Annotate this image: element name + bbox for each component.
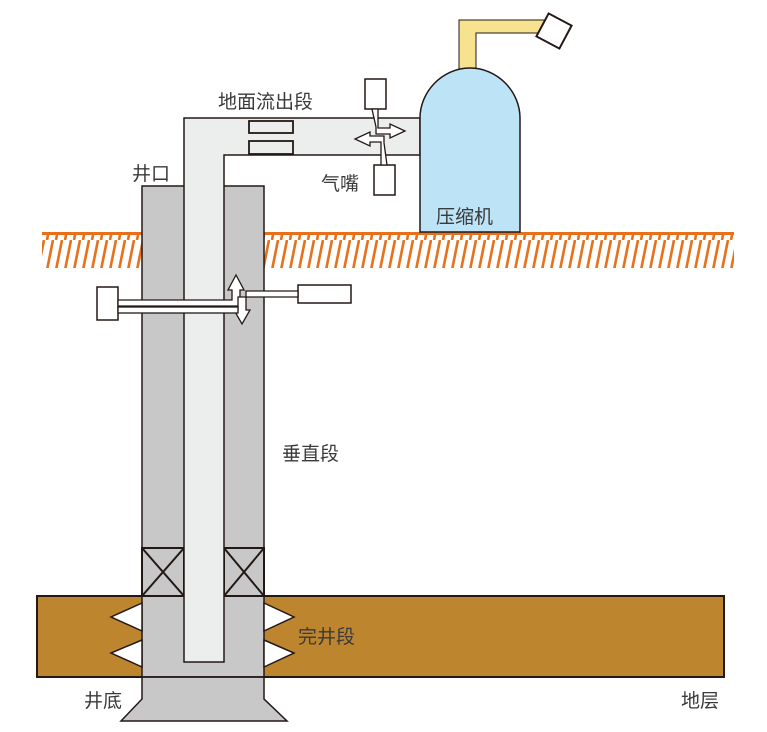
packer-right — [223, 547, 265, 597]
ground-surface — [42, 232, 734, 268]
label-wellhead: 井口 — [132, 163, 170, 185]
label-vertical-section: 垂直段 — [282, 443, 339, 465]
perforations — [109, 601, 296, 669]
label-surface-flow-section: 地面流出段 — [218, 91, 313, 113]
tubing — [183, 117, 421, 663]
subsurface-valve — [96, 273, 352, 326]
label-formation: 地层 — [681, 690, 719, 712]
label-bottomhole: 井底 — [84, 690, 122, 712]
label-completion-section: 完井段 — [298, 626, 355, 648]
surface-flowline-fittings — [248, 120, 294, 155]
choke-valve — [353, 78, 407, 196]
compressor — [419, 12, 573, 233]
label-choke: 气嘴 — [321, 173, 359, 195]
label-compressor: 压缩机 — [436, 206, 493, 228]
packer-left — [141, 547, 185, 597]
